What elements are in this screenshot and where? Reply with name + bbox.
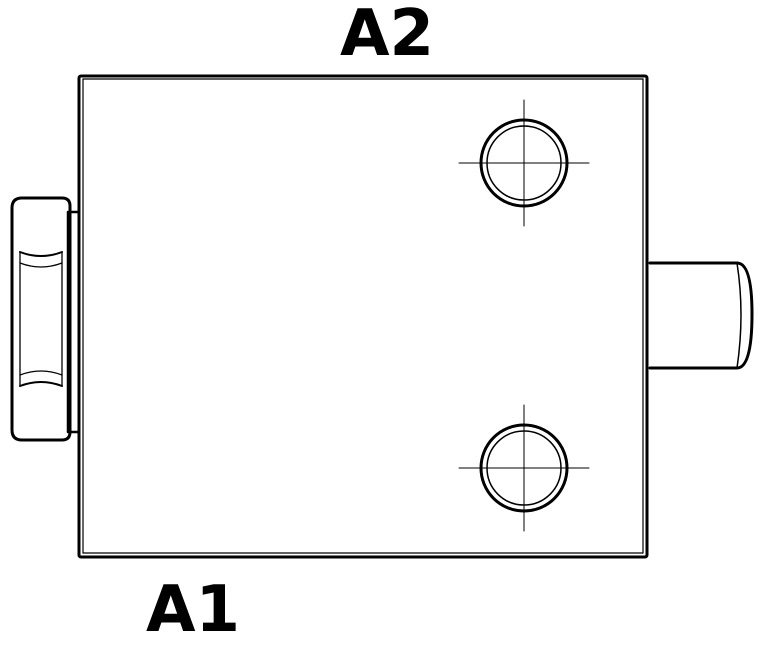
hex-nut — [10, 196, 81, 442]
port-label-a1: A1 — [146, 573, 241, 647]
cylindrical-plug — [648, 261, 754, 370]
lower-mounting-hole — [458, 404, 590, 532]
upper-mounting-hole — [458, 99, 590, 227]
valve-block — [77, 74, 649, 559]
port-label-a2: A2 — [340, 0, 435, 71]
